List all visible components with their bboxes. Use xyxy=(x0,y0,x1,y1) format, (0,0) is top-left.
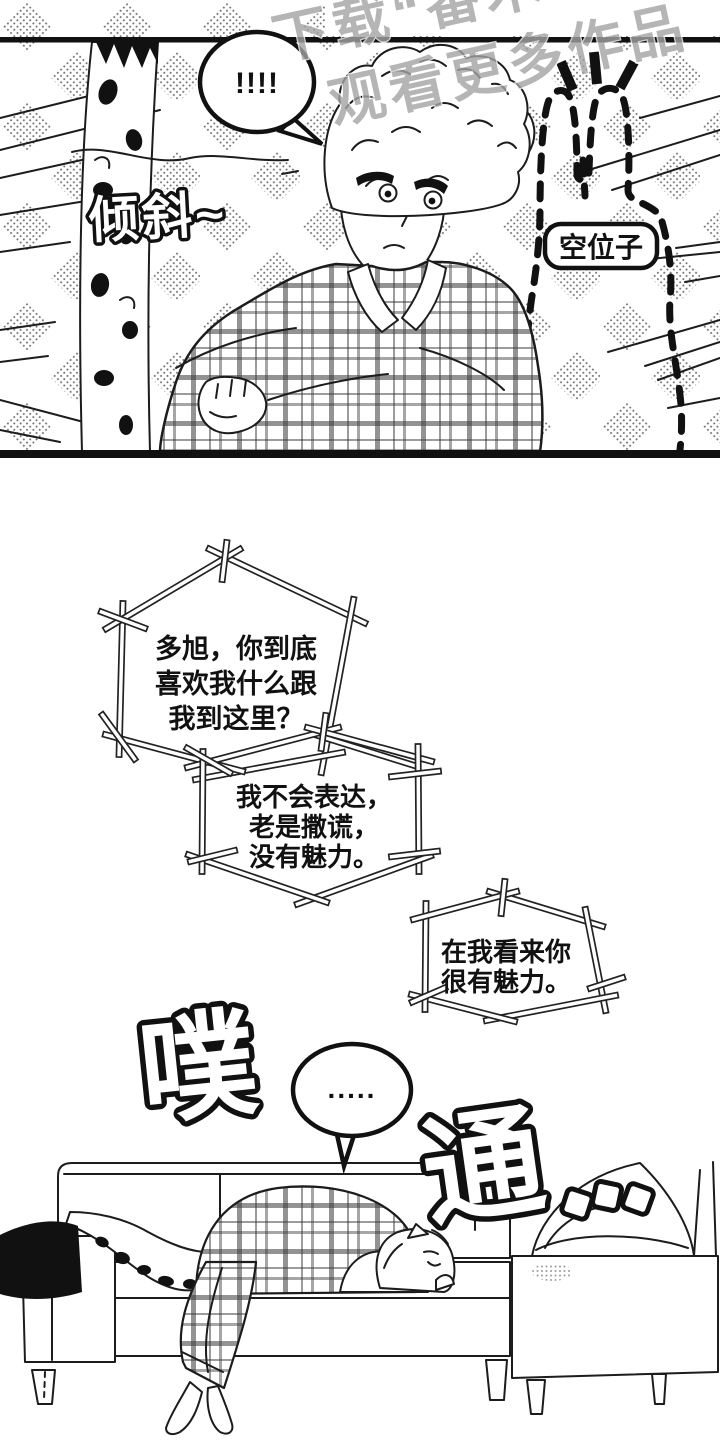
bubble-frame-stick xyxy=(184,850,331,907)
bubble-frame-stick xyxy=(497,877,509,918)
eyebrow-lying xyxy=(423,1250,439,1255)
empty-seat-label-box: 空位子 xyxy=(542,221,660,271)
bubble-frame-stick xyxy=(482,991,620,1025)
plaid-legs xyxy=(179,1260,258,1390)
character-sitting xyxy=(158,43,544,454)
panel-top: !!!! 倾斜~ 空位子 下载“番木 观看更多作品 xyxy=(0,0,720,458)
bubble-dots-text: ..... xyxy=(328,1073,377,1104)
bubble-frame-stick xyxy=(485,887,607,931)
bare-foot xyxy=(206,1385,234,1435)
dialog-line: 多旭，你到底 xyxy=(155,633,317,664)
bubble-frame-stick xyxy=(97,710,140,764)
sfx-plop-tong: 通 xyxy=(415,1093,552,1242)
bubble-frame-stick xyxy=(204,544,370,628)
bubble-frame-stick xyxy=(409,887,521,924)
whisker-dash xyxy=(281,170,299,175)
dialog-line: 老是撒谎， xyxy=(249,812,379,842)
bubble-frame-stick xyxy=(387,847,442,861)
nose xyxy=(401,215,408,227)
sfx-plop-pu: 噗 xyxy=(133,997,263,1139)
knuckle-lines xyxy=(209,379,247,419)
arm-fold-lines xyxy=(175,327,505,401)
bubble-frame-stick xyxy=(387,767,443,781)
bubble-frame-stick xyxy=(293,851,435,909)
dialog-line: 我到这里？ xyxy=(169,703,304,734)
armchair-seat-hump xyxy=(535,1235,689,1251)
bubble-frame-stick xyxy=(182,743,235,778)
left-eyebrow xyxy=(356,171,394,186)
bubble-frame-stick xyxy=(407,990,519,1026)
collar-right xyxy=(401,259,447,331)
sfx-tilt-text: 倾斜~ xyxy=(87,186,229,249)
dialog-line: 我不会表达， xyxy=(236,782,392,812)
empty-seat-label: 空位子 xyxy=(559,231,643,263)
bare-foot xyxy=(165,1381,203,1436)
bubble-frame-stick xyxy=(421,900,430,1013)
dialog-line: 很有魅力。 xyxy=(441,967,571,997)
hex-bubble-3-text: 在我看来你 很有魅力。 xyxy=(441,937,571,997)
hex-bubble-2-text: 我不会表达， 老是撒谎， 没有魅力。 xyxy=(236,782,392,872)
trouser-cuff xyxy=(181,1351,224,1373)
couch-front xyxy=(59,1297,511,1357)
bubble-frame-stick xyxy=(186,846,239,866)
whisker-line xyxy=(71,148,289,162)
top-margin xyxy=(325,0,720,36)
armchair-backrest xyxy=(693,1161,717,1257)
frown-mouth xyxy=(383,244,405,249)
bubble-frame-stick xyxy=(115,600,127,758)
bubble-frame-stick xyxy=(218,538,231,584)
dialog-line: 在我看来你 xyxy=(441,937,571,967)
speech-bubble-exclaim: !!!! xyxy=(197,29,324,146)
leopard-tail-band xyxy=(79,41,159,453)
panel-border-top xyxy=(0,37,720,43)
hex-bubble-3-frame xyxy=(407,877,627,1026)
couch-leg xyxy=(485,1359,508,1401)
armchair-leg xyxy=(651,1373,667,1405)
bubble-frame-stick xyxy=(183,723,343,772)
hex-bubble-1-frame xyxy=(96,538,421,784)
sfx-trailing-squares xyxy=(559,1179,656,1222)
couch-scene xyxy=(0,1161,719,1436)
armchair-front xyxy=(511,1255,719,1379)
collar-left xyxy=(347,263,399,333)
speed-lines xyxy=(0,91,720,443)
hex-bubble-1-text: 多旭，你到底 喜欢我什么跟 我到这里？ xyxy=(155,633,317,734)
right-eyebrow xyxy=(414,178,448,194)
bubble-frame-stick xyxy=(317,711,330,753)
bubble-frame-stick xyxy=(303,723,436,766)
leopard-tail xyxy=(0,1211,209,1299)
dialog-line: 喜欢我什么跟 xyxy=(155,669,317,699)
closed-eye xyxy=(427,1261,441,1267)
leg-crease xyxy=(205,1267,223,1373)
hex-bubble-2-frame xyxy=(182,711,443,909)
leopard-spots xyxy=(90,79,143,435)
hair-curl-lines xyxy=(345,58,517,187)
tail-black-tip xyxy=(0,1221,82,1299)
cat-ear-lying xyxy=(407,1223,429,1239)
dialog-line: 没有魅力。 xyxy=(249,842,379,872)
bubble-frame-stick xyxy=(96,607,150,633)
surprise-marks xyxy=(556,51,639,92)
character-lying xyxy=(165,1185,456,1436)
fist xyxy=(197,375,268,435)
empty-seat-outline xyxy=(517,84,686,454)
bubble-frame-stick xyxy=(101,544,245,634)
halftone-patch xyxy=(532,1263,572,1281)
armchair-leg xyxy=(526,1379,546,1415)
hand-under-cheek xyxy=(435,1274,455,1291)
bubble-frame-stick xyxy=(198,748,207,875)
bubble-frame-stick xyxy=(407,983,450,1007)
fur-tuft xyxy=(96,42,158,68)
tail-spots xyxy=(95,1236,197,1289)
bubble-exclaim-text: !!!! xyxy=(235,67,279,100)
bubble-frame-stick xyxy=(586,973,627,993)
panel-border-bottom xyxy=(0,450,720,458)
ellipsis-bubble: ..... xyxy=(290,1041,414,1175)
